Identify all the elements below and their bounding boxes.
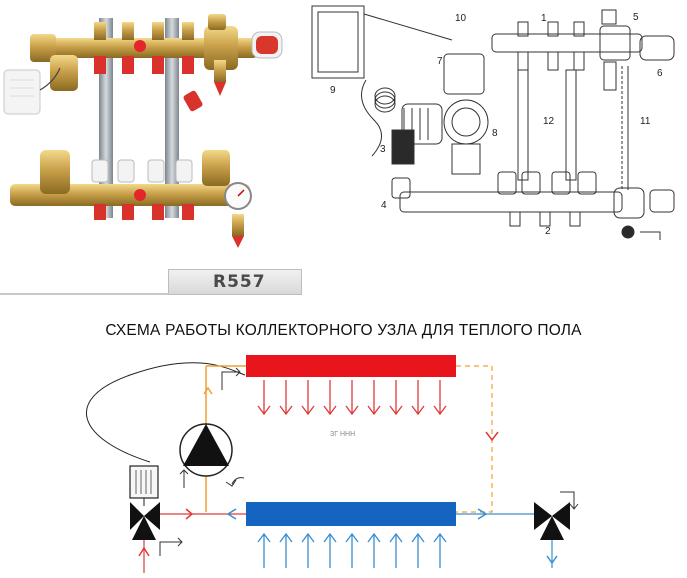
supply-arrow-4 (323, 380, 337, 416)
callout-9: 9 (330, 85, 336, 96)
return-arrow-2 (279, 532, 293, 568)
callout-2: 2 (545, 226, 551, 237)
return-arrow-7 (389, 532, 403, 568)
supply-arrow-6 (367, 380, 381, 416)
callout-12: 12 (543, 116, 555, 127)
thermostatic-head (3, 67, 61, 115)
return-arrow-8 (411, 532, 425, 568)
supply-manifold-bar (246, 355, 456, 377)
controller-box (311, 5, 365, 79)
return-arrow-6 (367, 532, 381, 568)
pump-symbol (179, 423, 233, 477)
mixing-valve-left (129, 465, 183, 573)
callout-7: 7 (437, 56, 443, 67)
caption-divider (0, 293, 300, 295)
valve-actuator-icon (129, 465, 159, 499)
return-manifold-bar (246, 502, 456, 526)
sensor-wire (85, 362, 246, 463)
return-arrow-9 (433, 532, 447, 568)
sensor-coil (374, 87, 396, 113)
lower-manifold (10, 150, 252, 248)
callout-6: 6 (657, 68, 663, 79)
supply-outlet-arrows (257, 380, 447, 416)
supply-arrow-8 (411, 380, 425, 416)
diagram-title: СХЕМА РАБОТЫ КОЛЛЕКТОРНОГО УЗЛА ДЛЯ ТЕПЛ… (105, 322, 582, 339)
callout-11: 11 (640, 116, 651, 127)
flow-scheme: ЗГ ННН (85, 355, 579, 573)
mixing-valve-right (534, 491, 579, 568)
supply-arrow-1 (257, 380, 271, 416)
upper-manifold (30, 14, 283, 112)
supply-arrow-7 (389, 380, 403, 416)
supply-arrow-9 (433, 380, 447, 416)
model-label: R557 (213, 272, 266, 292)
callout-labels: 1 2 3 4 5 6 7 8 9 10 11 12 (330, 12, 663, 237)
manifold-photo (3, 14, 283, 248)
supply-arrow-2 (279, 380, 293, 416)
model-caption-box (168, 269, 302, 295)
callout-5: 5 (633, 12, 639, 23)
callout-3: 3 (380, 144, 386, 155)
callout-1: 1 (541, 13, 547, 24)
return-arrow-1 (257, 532, 271, 568)
return-dashed-pipe (456, 365, 493, 513)
technical-drawing (311, 5, 675, 240)
callout-8: 8 (492, 128, 498, 139)
return-inlet-arrows (257, 532, 447, 568)
supply-arrow-3 (301, 380, 315, 416)
supply-arrow-5 (345, 380, 359, 416)
callout-4: 4 (381, 200, 387, 211)
return-arrow-3 (301, 532, 315, 568)
return-arrow-5 (345, 532, 359, 568)
callout-10: 10 (455, 13, 467, 24)
return-arrow-4 (323, 532, 337, 568)
scheme-text-fragment: ЗГ ННН (330, 431, 355, 438)
